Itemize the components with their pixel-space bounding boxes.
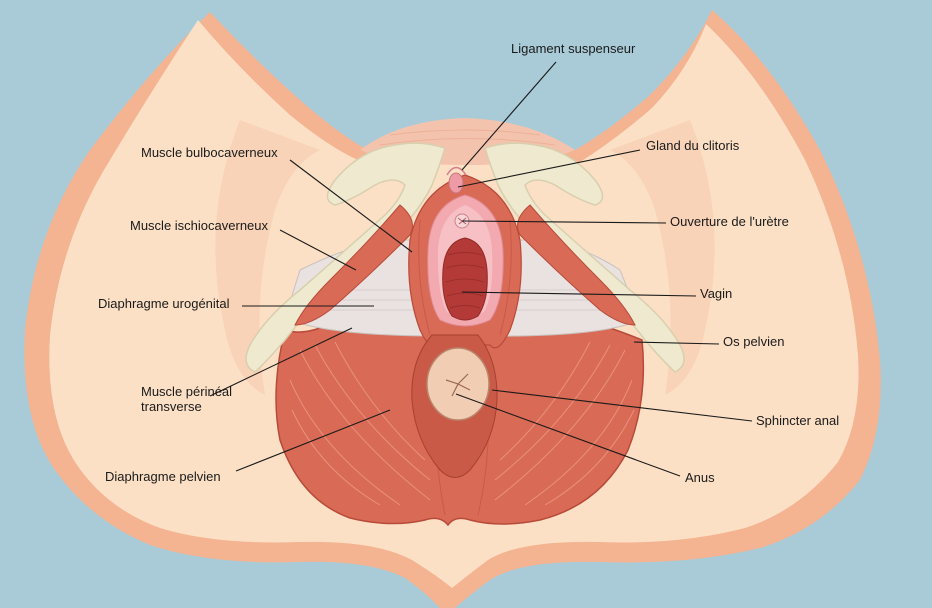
label-gland-clitoris: Gland du clitoris: [646, 138, 740, 153]
vagina-rugae: [445, 252, 485, 309]
label-os-pelvien: Os pelvien: [723, 334, 784, 349]
label-muscle-bulbocaverneux: Muscle bulbocaverneux: [141, 145, 278, 160]
label-muscle-ischiocaverneux: Muscle ischiocaverneux: [130, 218, 269, 233]
label-muscle-perineal: Muscle périnéal: [141, 384, 232, 399]
label-diaphragme-urogenital: Diaphragme urogénital: [98, 296, 230, 311]
label-ouverture-uretre: Ouverture de l'urètre: [670, 214, 789, 229]
label-ligament-suspenseur: Ligament suspenseur: [511, 41, 636, 56]
labels: Ligament suspenseur Gland du clitoris Ou…: [98, 41, 839, 485]
label-anus: Anus: [685, 470, 715, 485]
label-diaphragme-pelvien: Diaphragme pelvien: [105, 469, 221, 484]
ischiocavernosus-left: [294, 204, 413, 326]
label-sphincter-anal: Sphincter anal: [756, 413, 839, 428]
bulbocavernosus-fibres: [418, 219, 512, 336]
anus-center: [445, 373, 471, 397]
clitoral-hood: [446, 166, 467, 176]
thigh-left-crease: [215, 120, 320, 395]
label-transverse: transverse: [141, 399, 202, 414]
leader-lines: [209, 61, 753, 477]
thigh-right-crease: [610, 120, 715, 395]
mons-pubis-lines: [379, 129, 556, 146]
label-vagin: Vagin: [700, 286, 732, 301]
clitoris-glans: [448, 172, 464, 194]
